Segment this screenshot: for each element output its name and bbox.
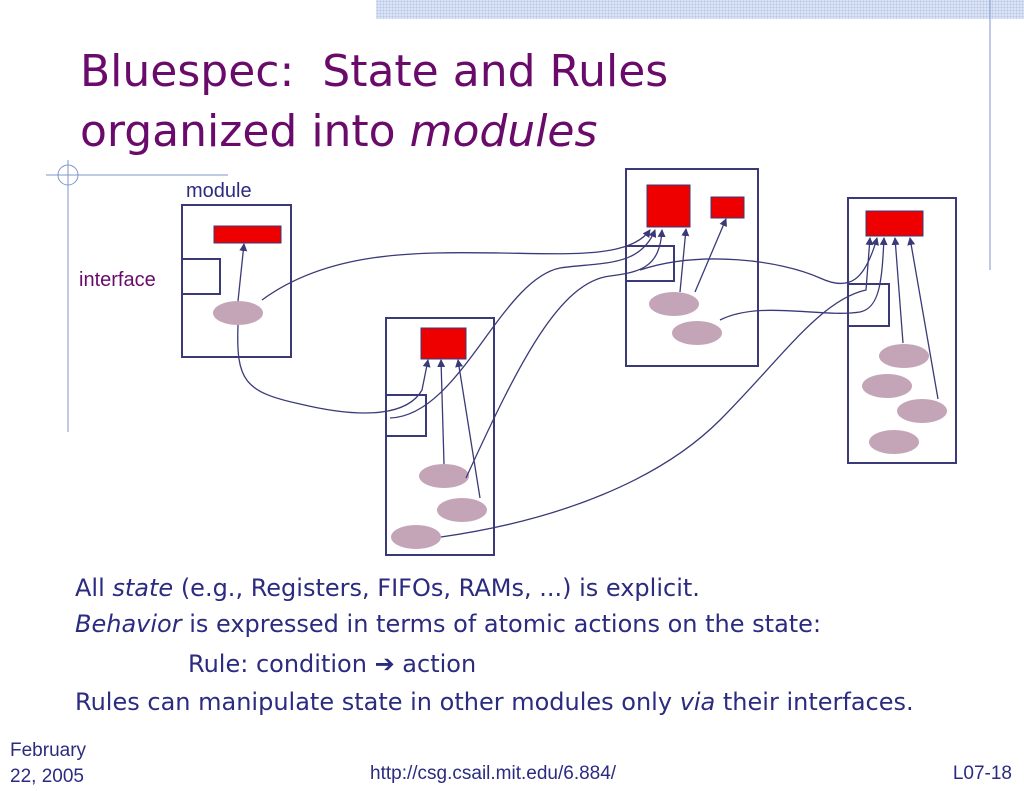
rule-connections [237, 218, 939, 538]
body-line-2: Behavior is expressed in terms of atomic… [75, 610, 822, 638]
rule-line: Rule: condition ➔ action [188, 650, 477, 678]
title-line-1: Bluespec: State and Rules [80, 46, 669, 97]
interface-label: interface [79, 269, 156, 291]
state-register [646, 184, 691, 228]
decorative-guides [46, 0, 991, 432]
footer-date: February 22, 2005 [10, 740, 87, 787]
connection-arrow [891, 237, 904, 344]
connection-arrow [389, 229, 657, 419]
connection-arrow [465, 229, 666, 479]
behavior-emphasis: Behavior [75, 610, 182, 638]
rule-ellipse [419, 464, 469, 488]
slide-title: Bluespec: State and Rules organized into… [80, 42, 668, 162]
connection-arrow [455, 359, 481, 499]
state-emphasis: state [112, 574, 174, 602]
connection-arrow [440, 237, 874, 538]
state-register [213, 225, 282, 244]
via-emphasis: via [679, 688, 716, 716]
connection-arrow [237, 243, 248, 302]
rule-ellipse [391, 525, 441, 549]
arrow-icon: ➔ [374, 650, 395, 678]
rule-ellipse [869, 430, 919, 454]
rule-ellipse [897, 399, 947, 423]
title-line-2: organized into modules [80, 102, 668, 162]
connection-arrow [261, 229, 651, 301]
connection-arrow [907, 237, 939, 400]
title-emphasis: modules [409, 106, 598, 157]
connection-arrow [437, 359, 446, 465]
connection-arrow [694, 218, 727, 293]
rule-ellipse [672, 321, 722, 345]
title-line-2-prefix: organized into [80, 106, 410, 157]
interface-box-2 [385, 394, 427, 437]
body-line-3: Rules can manipulate state in other modu… [75, 688, 914, 716]
state-register [420, 327, 467, 360]
state-register [865, 210, 924, 237]
rule-ellipse [649, 292, 699, 316]
module-label: module [186, 180, 252, 202]
connection-arrow [639, 237, 879, 285]
state-register [710, 196, 745, 219]
rule-ellipse [879, 344, 929, 368]
rule-ellipse [213, 301, 263, 325]
body-text: All state (e.g., Registers, FIFOs, RAMs,… [75, 570, 935, 720]
rule-ellipse [437, 498, 487, 522]
slide-number: L07-18 [952, 763, 1012, 784]
interface-box-4 [847, 283, 890, 327]
connection-arrow [719, 237, 888, 321]
rule-ellipse [862, 374, 912, 398]
body-line-1: All state (e.g., Registers, FIFOs, RAMs,… [75, 574, 700, 602]
corner-pattern [376, 0, 1024, 19]
connection-arrow [237, 324, 431, 414]
module-box-4 [847, 197, 957, 464]
interface-box-1 [181, 258, 221, 295]
footer-url[interactable]: http://csg.csail.mit.edu/6.884/ [370, 763, 617, 784]
interface-box-3 [625, 245, 675, 282]
